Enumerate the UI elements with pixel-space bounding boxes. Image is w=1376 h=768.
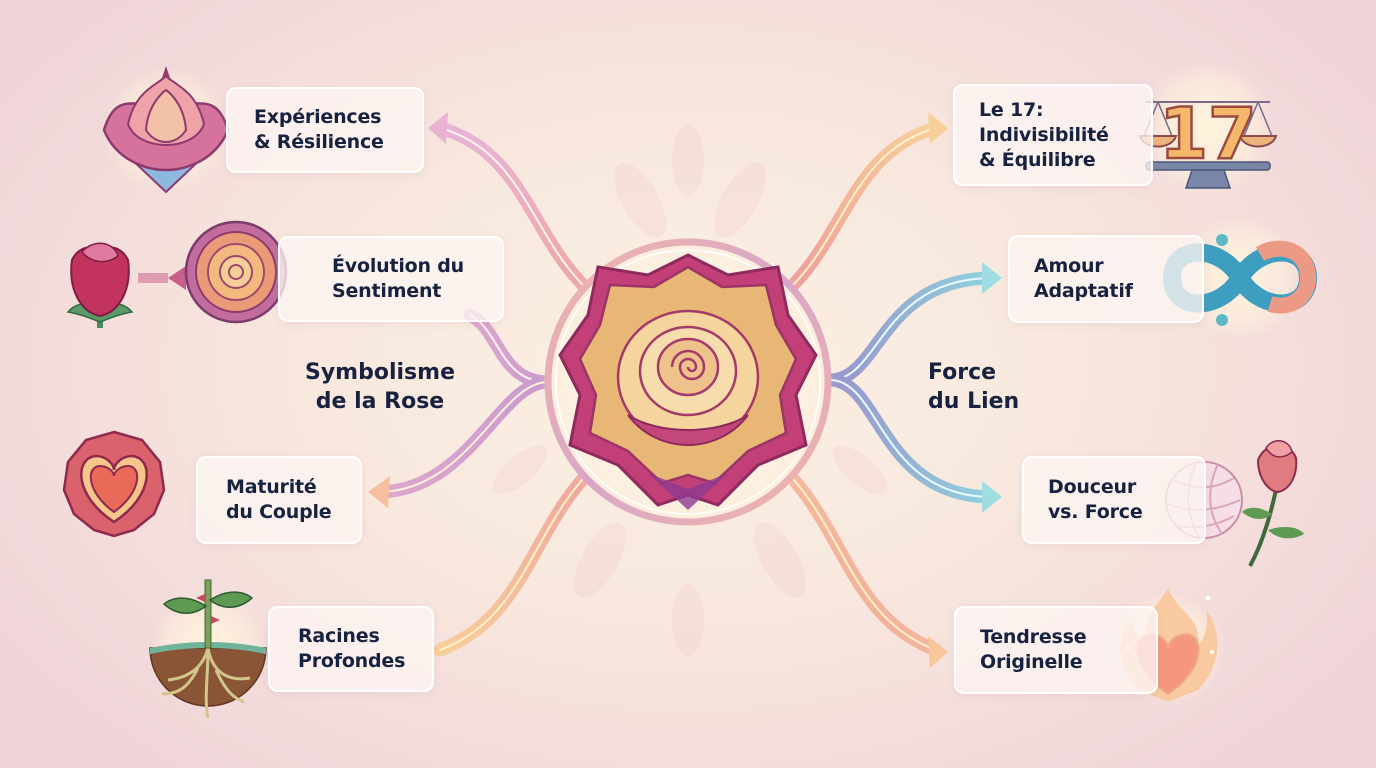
bud-arrowhead (168, 266, 186, 290)
roots-sprout-icon (149, 579, 267, 719)
right-arrowheads (928, 112, 1002, 668)
node-maturite-couple[interactable]: Maturité du Couple (196, 456, 362, 544)
right-connectors (787, 121, 997, 657)
rosebud-icon (66, 242, 134, 328)
blooming-rose-icon (184, 220, 288, 324)
scale-17-icon: 17 (1138, 60, 1278, 196)
node-douceur-force[interactable]: Douceur vs. Force (1022, 456, 1206, 544)
node-label: Expériences & Résilience (254, 106, 384, 153)
leaf-watermark (492, 124, 888, 656)
branch-title-symbolisme: Symbolisme de la Rose (305, 360, 455, 414)
left-connectors (373, 121, 589, 657)
left-arrowheads (138, 112, 448, 508)
node-evolution-sentiment[interactable]: Évolution du Sentiment (278, 236, 504, 322)
node-label: Douceur vs. Force (1048, 476, 1143, 523)
node-experiences-resilience[interactable]: Expériences & Résilience (226, 87, 424, 173)
node-le-17[interactable]: Le 17: Indivisibilité & Équilibre (953, 84, 1153, 186)
lotus-rose-icon (102, 66, 230, 194)
node-amour-adaptatif[interactable]: Amour Adaptatif (1008, 235, 1204, 323)
node-label: Tendresse Originelle (980, 626, 1087, 673)
branch-title-force: Force du Lien (928, 360, 1020, 414)
node-label: Maturité du Couple (226, 476, 332, 523)
heart-rose-icon (62, 430, 166, 538)
node-racines-profondes[interactable]: Racines Profondes (268, 606, 434, 692)
node-label: Le 17: Indivisibilité & Équilibre (979, 98, 1109, 171)
node-label: Évolution du Sentiment (332, 255, 464, 302)
rose-icon (558, 253, 818, 510)
node-tendresse-originelle[interactable]: Tendresse Originelle (954, 606, 1158, 694)
bud-to-bloom-icon (66, 220, 288, 328)
svg-text:17: 17 (1159, 93, 1256, 175)
thorny-rose-icon (1242, 440, 1304, 567)
node-label: Amour Adaptatif (1034, 255, 1133, 302)
node-label: Racines Profondes (298, 625, 406, 672)
